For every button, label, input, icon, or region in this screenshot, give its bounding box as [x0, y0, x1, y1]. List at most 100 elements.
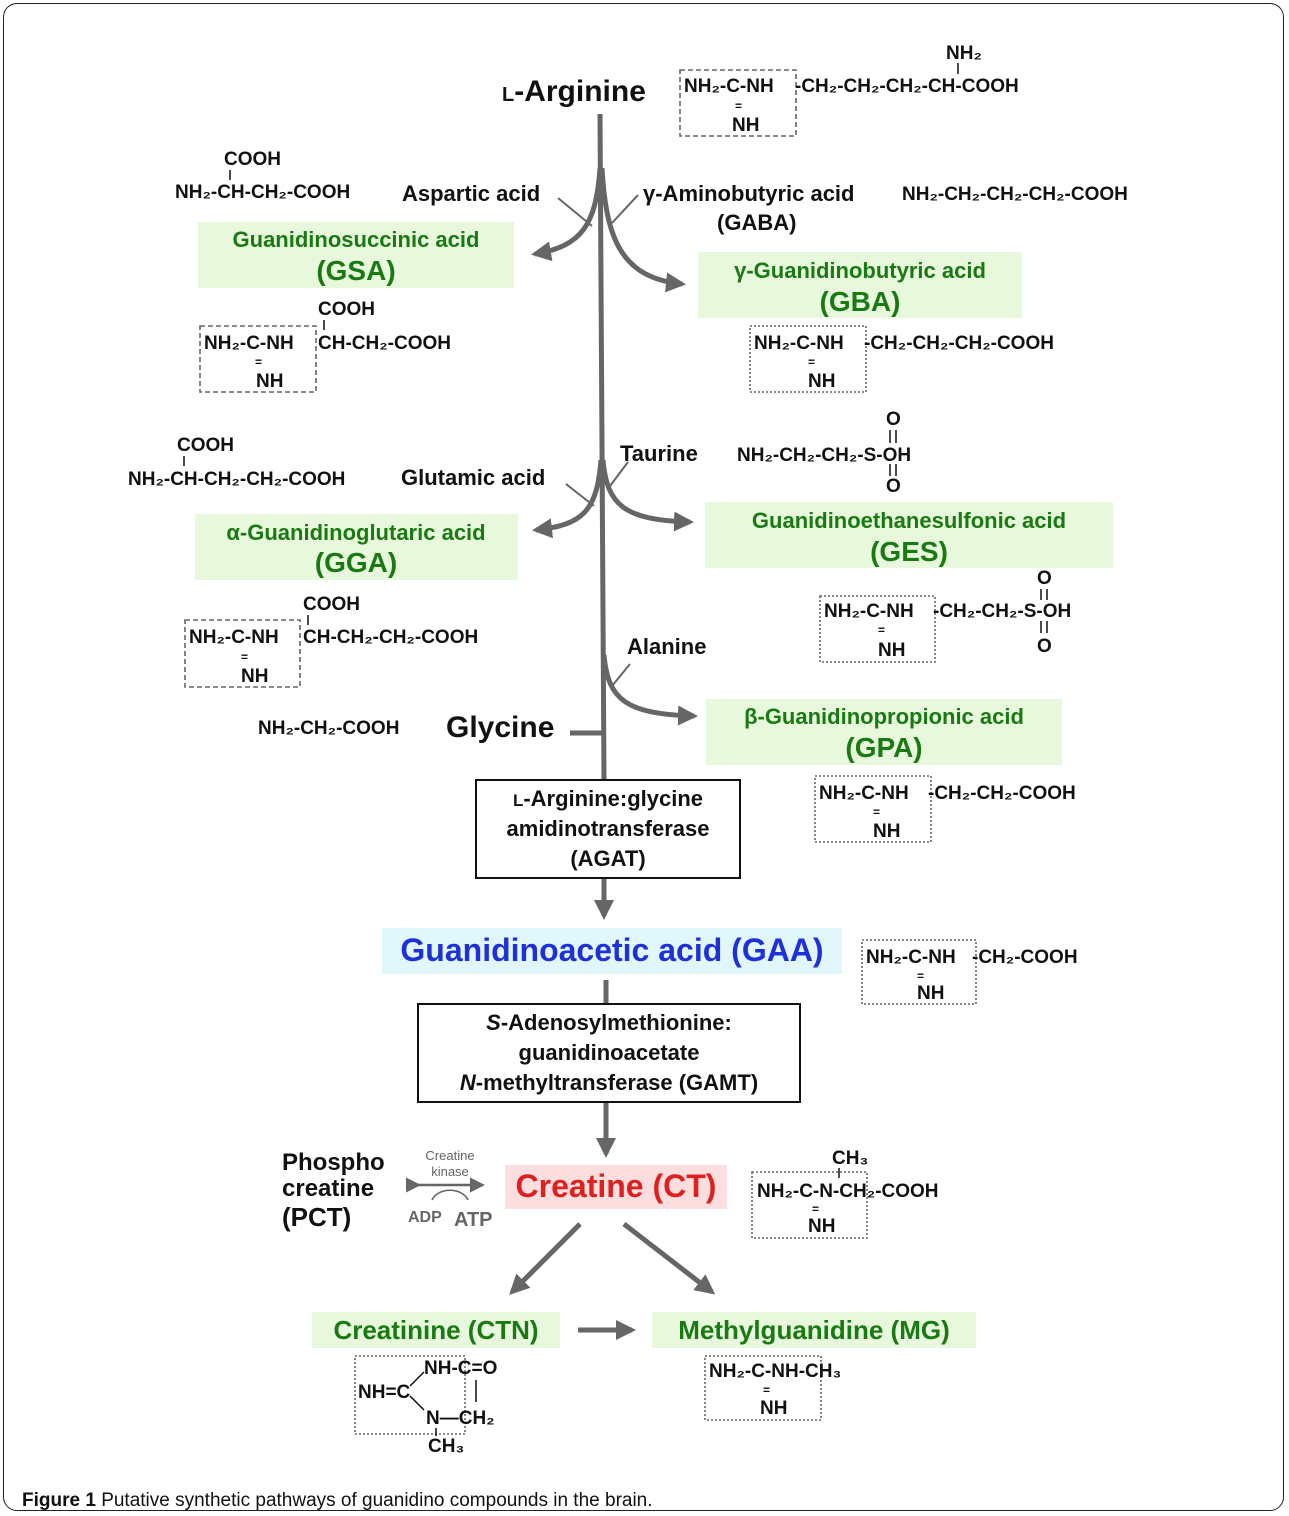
- gsa-cooh: COOH: [318, 299, 375, 320]
- gaba-label: γ-Aminobutyric acid: [643, 181, 854, 206]
- ges-tail: -CH₂-CH₂-S-OH: [933, 601, 1071, 622]
- gga-cooh: COOH: [303, 594, 360, 615]
- arginine-guanidino: NH₂-C-NH: [684, 76, 774, 97]
- gsa-guanidino: NH₂-C-NH: [204, 333, 294, 354]
- gsa-name: Guanidinosuccinic acid: [233, 227, 480, 252]
- ges-highlight: [705, 502, 1113, 568]
- gga-tail: CH-CH₂-CH₂-COOH: [303, 627, 478, 648]
- pct-line3: (PCT): [282, 1202, 351, 1232]
- glycine-label: Glycine: [446, 711, 554, 744]
- figure-caption: Figure 1 Putative synthetic pathways of …: [22, 1490, 653, 1512]
- ges-abbr: (GES): [870, 536, 948, 567]
- gga-eq: =: [241, 650, 248, 664]
- gpa-eq: =: [873, 805, 880, 819]
- gaba-formula: NH₂-CH₂-CH₂-CH₂-COOH: [902, 184, 1128, 205]
- gba-branch-arrow: [599, 167, 686, 293]
- creatine-highlight: [505, 1165, 727, 1209]
- ges-nh: NH: [878, 640, 905, 661]
- gaa-label: Guanidinoacetic acid (GAA): [400, 932, 823, 968]
- arginine-label: L-Arginine: [502, 75, 646, 108]
- mg-highlight: [652, 1312, 976, 1348]
- adp-atp-curve: [431, 1189, 469, 1201]
- gpa-nh: NH: [873, 821, 900, 842]
- gsa-highlight: [198, 222, 514, 288]
- gamt-line2: guanidinoacetate: [519, 1040, 700, 1065]
- mg-nh: NH: [760, 1398, 787, 1419]
- gba-name: γ-Guanidinobutyric acid: [734, 258, 986, 283]
- gaa-highlight: [382, 928, 842, 974]
- adp-label: ADP: [408, 1209, 442, 1226]
- gpa-tail: -CH₂-CH₂-COOH: [928, 783, 1076, 804]
- creatine-to-ctn-arrow: [509, 1222, 582, 1295]
- mg-label: Methylguanidine (MG): [678, 1315, 950, 1345]
- kinase-line1: Creatine: [425, 1148, 474, 1163]
- glutamic-label: Glutamic acid: [401, 465, 545, 490]
- mg-formula: NH₂-C-NH-CH₃: [709, 1361, 841, 1382]
- ct-nh: NH: [808, 1216, 835, 1237]
- gsa-tail: CH-CH₂-COOH: [318, 333, 451, 354]
- gaa-tail: -CH₂-COOH: [972, 947, 1078, 968]
- figure-caption-text: Putative synthetic pathways of guanidino…: [101, 1490, 653, 1511]
- ctn-ch3: CH₃: [428, 1436, 464, 1457]
- aspartic-label: Aspartic acid: [402, 181, 540, 206]
- gamt-line3: N-methyltransferase (GAMT): [460, 1070, 758, 1095]
- alanine-connector: [611, 663, 631, 687]
- ges-guanidino: NH₂-C-NH: [824, 601, 914, 622]
- pct-line2: creatine: [282, 1175, 374, 1202]
- ctn-top: NH-C=O: [424, 1358, 497, 1379]
- ct-formula: NH₂-C-N-CH₂-COOH: [757, 1181, 939, 1202]
- gga-nh: NH: [241, 666, 268, 687]
- figure-frame: [3, 3, 1284, 1511]
- gaa-eq: =: [917, 969, 924, 983]
- gba-guanidino-box: [749, 325, 867, 393]
- creatine-label: Creatine (CT): [516, 1168, 717, 1204]
- ges-eq: =: [878, 623, 885, 637]
- gpa-guanidino: NH₂-C-NH: [819, 783, 909, 804]
- gga-highlight: [195, 514, 518, 580]
- arginine-guanidino-box: [679, 69, 797, 137]
- gaba-abbr: (GABA): [717, 210, 796, 235]
- gsa-abbr: (GSA): [316, 255, 395, 286]
- glutamic-formula: NH₂-CH-CH₂-CH₂-COOH: [128, 469, 345, 490]
- gga-guanidino-box: [184, 619, 301, 688]
- gba-guanidino: NH₂-C-NH: [754, 333, 844, 354]
- kinase-line2: kinase: [431, 1164, 469, 1179]
- taurine-o-top: O: [886, 409, 901, 430]
- glycine-formula: NH₂-CH₂-COOH: [258, 718, 399, 739]
- gaa-guanidino: NH₂-C-NH: [866, 947, 956, 968]
- agat-line3: (AGAT): [570, 846, 645, 871]
- figure-caption-prefix: Figure 1: [22, 1490, 96, 1511]
- gba-tail: -CH₂-CH₂-CH₂-COOH: [864, 333, 1054, 354]
- arginine-tail: -CH₂-CH₂-CH₂-CH-COOH: [795, 76, 1019, 97]
- ctn-left: NH=C: [358, 1382, 411, 1403]
- gpa-guanidino-box: [814, 775, 932, 843]
- taurine-o-bottom: O: [886, 476, 901, 497]
- taurine-formula: NH₂-CH₂-CH₂-S-OH: [737, 445, 911, 466]
- gsa-eq: =: [255, 355, 262, 369]
- ctn-bond-2: [409, 1395, 425, 1411]
- gpa-branch-arrow: [601, 654, 698, 726]
- creatine-to-mg-arrow: [622, 1222, 716, 1295]
- ct-ch3: CH₃: [832, 1148, 868, 1169]
- ctn-bottom: N—CH₂: [426, 1408, 495, 1429]
- alanine-label: Alanine: [627, 634, 706, 659]
- gsa-guanidino-box: [199, 325, 317, 393]
- atp-label: ATP: [454, 1209, 493, 1231]
- gaa-guanidino-box: [861, 939, 977, 1005]
- glutamic-cooh: COOH: [177, 435, 234, 456]
- gsa-branch-arrow: [531, 167, 603, 262]
- gga-guanidino: NH₂-C-NH: [189, 627, 279, 648]
- gga-name: α-Guanidinoglutaric acid: [226, 520, 485, 545]
- ges-o-bottom: O: [1037, 636, 1052, 657]
- ctn-guanidino-box: [354, 1355, 466, 1435]
- pct-line1: Phospho: [282, 1149, 385, 1176]
- agat-line2: amidinotransferase: [507, 816, 710, 841]
- arginine-eq: =: [735, 99, 742, 113]
- taurine-label: Taurine: [620, 441, 698, 466]
- gamt-line1: S-Adenosylmethionine:: [486, 1010, 732, 1035]
- ctn-label: Creatinine (CTN): [333, 1315, 538, 1345]
- agat-line1: L-Arginine:glycine: [513, 786, 703, 811]
- mg-guanidino-box: [704, 1355, 822, 1421]
- agat-box: [475, 779, 741, 879]
